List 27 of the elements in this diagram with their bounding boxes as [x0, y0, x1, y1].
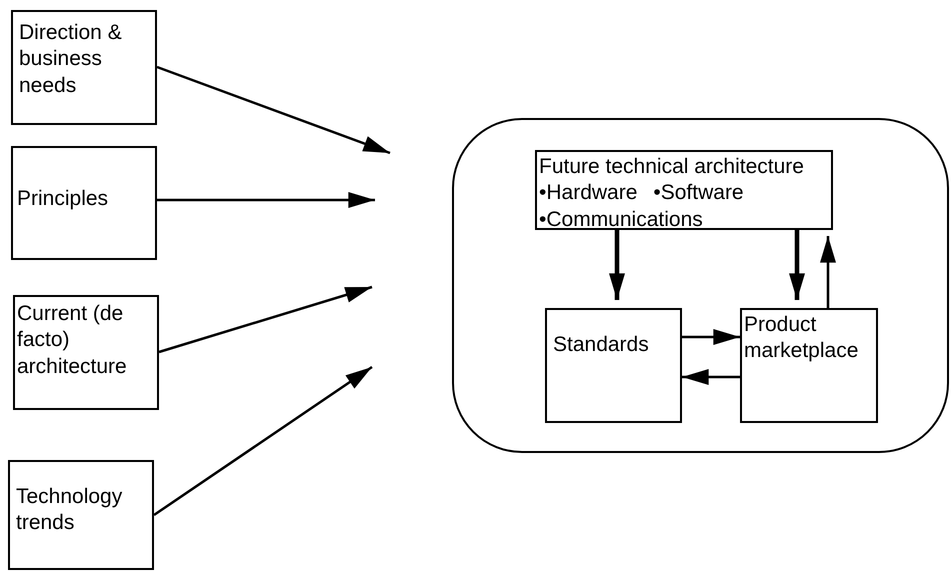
arrow: [609, 230, 625, 300]
label-text: Current (de facto) architecture: [17, 301, 128, 380]
label-text: Product marketplace: [744, 312, 860, 364]
arrow: [820, 236, 836, 308]
label-text: •Software: [653, 180, 744, 206]
process-box: [11, 146, 157, 260]
label-text: Principles: [17, 186, 108, 212]
process-box: [545, 308, 682, 423]
label-text: Future technical architecture: [539, 154, 805, 180]
process-box: [11, 10, 157, 125]
arrow: [156, 66, 390, 154]
label-text: •Communications: [539, 206, 704, 232]
process-box: [740, 308, 878, 423]
arrow: [157, 192, 375, 208]
process-box: [535, 150, 833, 230]
label-text: •Hardware: [539, 180, 638, 206]
rounded-container: [452, 118, 949, 453]
process-box: [8, 460, 154, 570]
label-text: Technology trends: [16, 484, 124, 536]
arrow: [682, 369, 740, 385]
arrow: [158, 286, 372, 354]
arrow: [153, 366, 373, 516]
arrow: [789, 230, 805, 300]
process-box: [13, 295, 159, 410]
label-text: Direction & business needs: [19, 20, 123, 98]
label-text: Standards: [553, 332, 649, 358]
arrow: [682, 329, 740, 345]
